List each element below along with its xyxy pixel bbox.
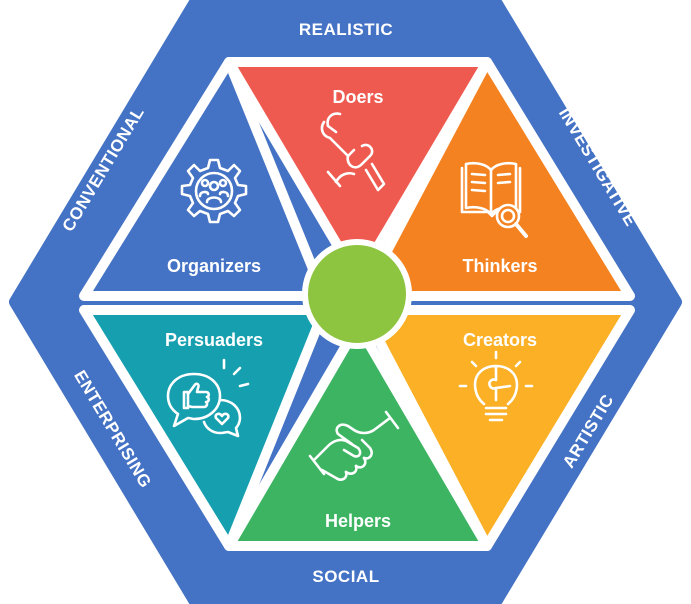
segment-investigative (358, 57, 635, 301)
segment-label-thinkers: Thinkers (462, 256, 537, 276)
book-magnifier-icon (460, 161, 528, 238)
center-circle (302, 239, 412, 349)
segment-realistic (224, 57, 492, 285)
segment-social (224, 320, 492, 551)
outer-label-realistic: REALISTIC (299, 20, 393, 39)
segment-label-creators: Creators (463, 330, 537, 350)
handshake-icon (308, 410, 400, 481)
segment-label-doers: Doers (332, 87, 383, 107)
outer-label-social: SOCIAL (312, 567, 379, 586)
puzzle-lightbulb-icon (458, 350, 534, 422)
segment-artistic (358, 305, 635, 551)
segment-enterprising (79, 305, 329, 551)
people-in-gear-icon (180, 158, 248, 224)
thumbs-up-speech-bubble-icon (166, 358, 250, 438)
wrench-in-hand-icon (320, 112, 386, 192)
segment-label-persuaders: Persuaders (165, 330, 263, 350)
segment-label-organizers: Organizers (167, 256, 261, 276)
segment-label-helpers: Helpers (325, 511, 391, 531)
